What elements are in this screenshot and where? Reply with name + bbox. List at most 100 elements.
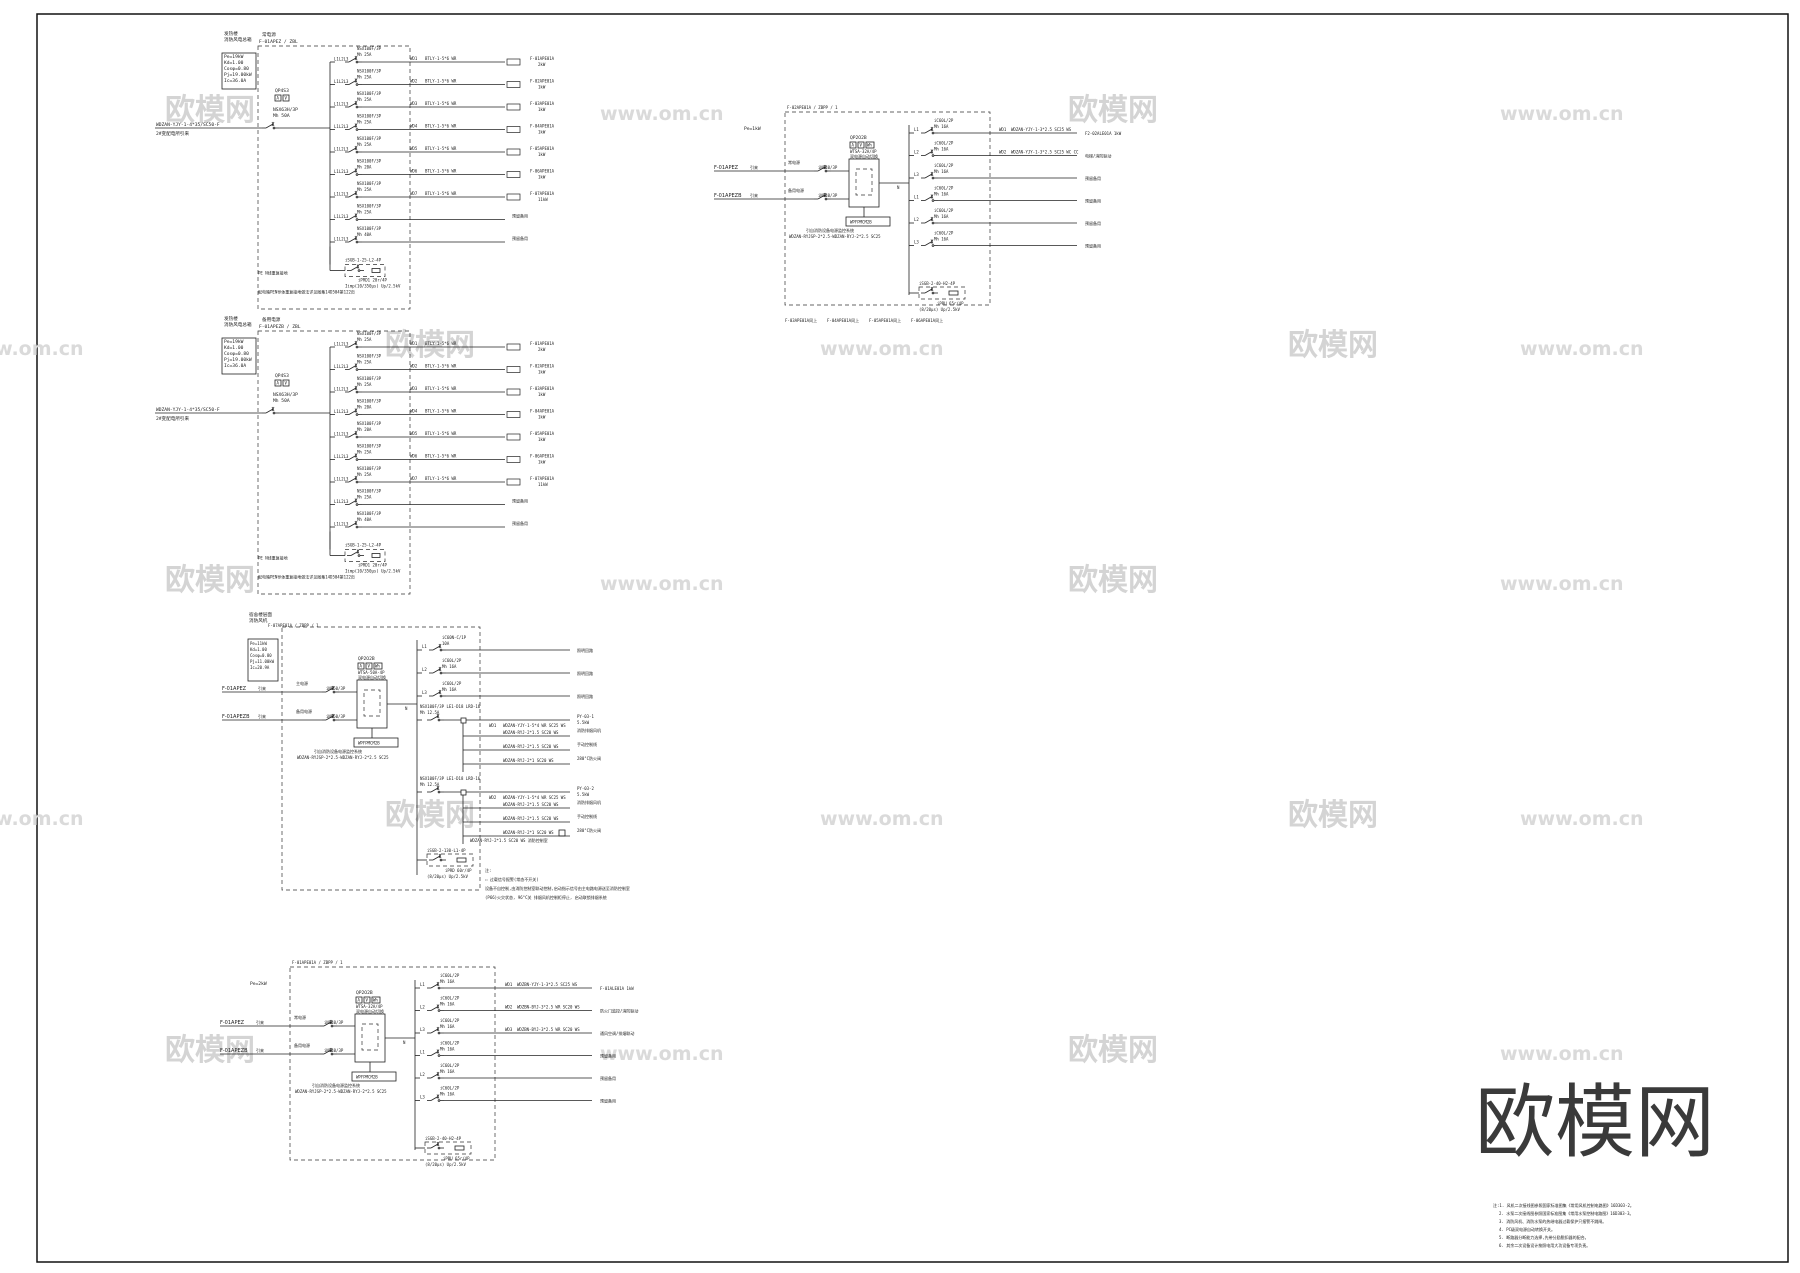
panel-label: 消防风电总箱	[224, 321, 252, 328]
branch-cable: BTLY-1-5*6 WR	[425, 386, 457, 391]
branch-target: F-05APE01A	[530, 146, 555, 151]
breaker-contact	[924, 241, 933, 246]
branch-breaker-model: iC60L/2P	[934, 231, 954, 236]
breaker-contact	[924, 196, 933, 201]
watermark-cn: 欧模网	[385, 328, 475, 363]
watermark-cn: 欧模网	[165, 93, 255, 128]
phase-label: L3	[914, 172, 919, 177]
breaker-tick	[331, 713, 335, 719]
terminal-block	[506, 478, 521, 486]
circuit-no: WD2	[410, 79, 418, 84]
main-breaker-rating: Mh 50A	[273, 113, 290, 119]
branch-target: F-05APE01A	[530, 431, 555, 436]
branch-breaker-rating: Mh 20A	[357, 405, 372, 410]
circuit-no: WD1	[505, 982, 513, 987]
panel-label: 消防风电总箱	[224, 36, 252, 43]
monitor-cable: WDZAN-RYJSP-2*2.5-WDZAN-RYJ-2*2.5 SC25	[789, 234, 881, 239]
branch-breaker-model: NSX100F/3P	[357, 444, 382, 449]
spd-breaker: iSGB-1-25-L2-4P	[345, 258, 382, 263]
phase-label: L1	[422, 644, 427, 649]
fire-link-cable: WDZAN-RYJ-2*1.5 SC20 WS 消防控制室	[470, 837, 548, 843]
watermark-url: www.om.cn	[600, 573, 724, 595]
control-cable: WDZAN-RYJ-2*1 SC20 WS	[503, 758, 554, 763]
branch-breaker-model: iC60L/2P	[440, 1041, 460, 1046]
branch-target: F-02APE01A	[530, 364, 555, 369]
branch-target: 预留备用	[512, 235, 528, 241]
phase-label: L1	[914, 195, 919, 200]
breaker-pivot	[355, 218, 359, 221]
branch-breaker-model: NSX100F/3P	[357, 46, 382, 51]
panel-id: F-01APEZB / ZBL	[259, 324, 301, 330]
phase-label: L1L2L3	[334, 432, 349, 437]
breaker-tick	[930, 194, 934, 199]
monitor-cable: WDZAN-RYJSP-2*2.5-WDZAN-RYJ-2*2.5 SC25	[295, 1089, 387, 1094]
panel-note: (P66)火灾状态, 96°C关 排烟风机控制柜停止, 启动联锁排烟系统	[485, 894, 607, 900]
motor-power: 5.5kW	[577, 720, 590, 725]
breaker-pivot	[355, 60, 359, 64]
branch-cable: BTLY-1-5*6 WR	[425, 341, 457, 346]
motor-tag: PY-03-1	[577, 714, 594, 719]
terminal-block	[506, 126, 521, 133]
watermark-cn: 欧模网	[1288, 328, 1378, 363]
phase-label: L2	[914, 150, 919, 155]
watermark-url: www.om.cn	[600, 1043, 724, 1065]
breaker-tick	[354, 55, 358, 61]
branch-target: 预留备用	[600, 1075, 616, 1081]
main-breaker-rating: Mh 50A	[273, 398, 290, 404]
breaker-pivot	[439, 694, 443, 698]
breaker-pivot	[355, 173, 359, 176]
branch-power: 1kW	[538, 130, 546, 135]
breaker-pivot	[355, 345, 359, 349]
watermark-url: www.om.cn	[0, 808, 84, 830]
circuit-no: WD5	[410, 146, 418, 151]
branch-breaker-model: NSX100F/3P	[357, 466, 382, 471]
breaker-tick	[354, 475, 358, 481]
branch-target: F-07APE01A	[530, 476, 555, 481]
watermark-cn: 欧模网	[385, 798, 475, 833]
breaker-tick	[271, 406, 275, 412]
breaker-tick	[356, 549, 360, 554]
building-name: 发热楼	[224, 30, 238, 37]
incoming-cable: WDZAN-YJY-1-4*35/SC50-F	[156, 407, 220, 413]
monitor-module	[845, 216, 891, 227]
branch-breaker-rating: Mh 20A	[357, 427, 372, 432]
spd-model: iPRD1 20r/4P	[358, 563, 387, 568]
breaker-contact	[265, 408, 274, 414]
panel-id: F-07APE01A / ZBPP / 1	[268, 623, 319, 628]
branch-breaker-model: iC60L/2P	[934, 118, 954, 123]
phase-label: L1L2L3	[334, 169, 349, 174]
incoming-source: 2#变配电所引来	[156, 415, 190, 422]
branch-breaker-model: iC60L/2P	[440, 1086, 460, 1091]
monitor-model: WPFPMCM2B	[358, 741, 380, 746]
notes-block: 注:1. 风机二次接线图参照国家标准图集《常用风机控制电路图》16D303-2。…	[1493, 1202, 1634, 1248]
branch-breaker-model: iC60N-C/1P	[442, 635, 467, 640]
breaker-tick	[354, 235, 358, 241]
ats-rating: WTSA-32A/4P	[850, 149, 877, 154]
watermark-url: www.om.cn	[820, 808, 944, 830]
branch-breaker-rating: Mh 20A	[357, 165, 372, 170]
branch-breaker-rating: 10A	[442, 641, 450, 646]
breaker-contact	[817, 194, 826, 200]
breaker-pivot	[355, 83, 359, 86]
phase-label: L1L2L3	[334, 237, 349, 242]
spd-rating: (8/20μs) Up/2.5kV	[425, 1162, 467, 1167]
breaker-pivot	[439, 648, 443, 652]
spd-model: iPRD1 20r/4P	[358, 278, 387, 283]
control-cable: WDZAN-YJY-1-5*4 WR SC25 WS	[503, 723, 566, 728]
branch-power: 11kW	[538, 482, 548, 487]
contactor	[460, 789, 467, 796]
breaker-contact	[325, 687, 334, 693]
breaker-pivot	[439, 671, 443, 675]
branch-breaker-model: NSX100F/3P	[357, 331, 382, 336]
neutral-label: N	[403, 1040, 406, 1045]
breaker-contact	[924, 151, 933, 156]
branch-power: 1kW	[538, 437, 546, 442]
branch-breaker-model: NSX100F/3P	[357, 421, 382, 426]
load-param: Pe=11kW	[250, 641, 267, 646]
phase-label: L2	[420, 1005, 425, 1010]
voltmeter-box	[857, 141, 865, 149]
monitor-model: WPFPMCM2B	[356, 1075, 378, 1080]
phase-label: L3	[420, 1027, 425, 1032]
branch-breaker-rating: Mh 25A	[357, 142, 372, 147]
breaker-tick	[331, 685, 335, 691]
